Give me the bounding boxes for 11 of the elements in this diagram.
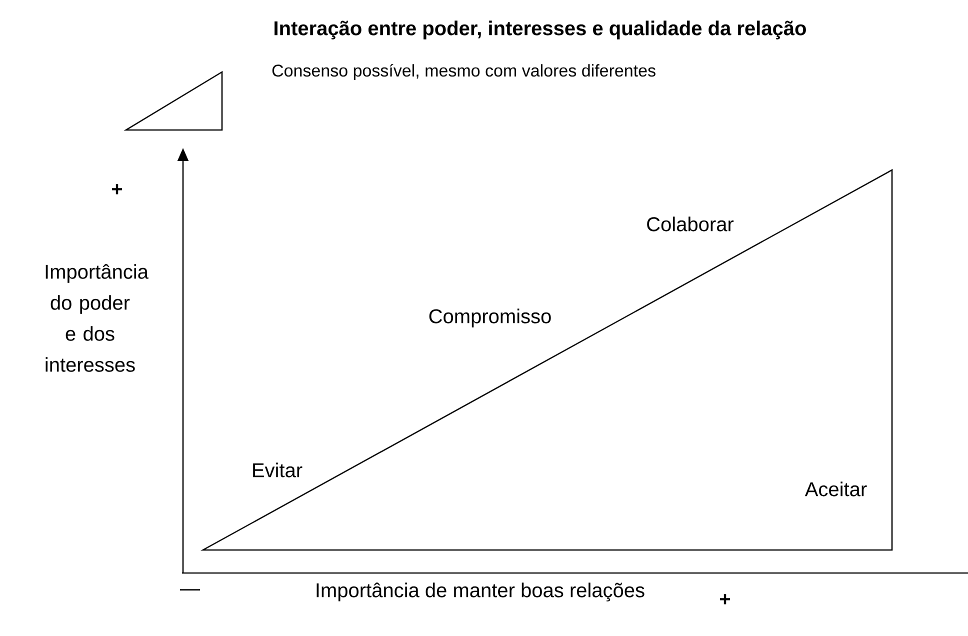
plus-sign: + [112,184,122,194]
region-label: Colaborar [647,216,734,232]
region-label: Compromisso [429,308,551,328]
note-text: Consenso possível, mesmo com valores diferentes [272,64,656,80]
minus-sign: — [180,589,200,590]
title: Interação entre poder, interesses e qualidade da relação [274,20,806,40]
region-label: Aceitar [804,482,867,496]
plus-sign: + [720,594,730,604]
axis-label: Importância de manter boas relações [316,582,644,602]
region-label: Evitar [253,462,302,478]
axis-label: Importância do poder e dos interesses [46,264,148,372]
